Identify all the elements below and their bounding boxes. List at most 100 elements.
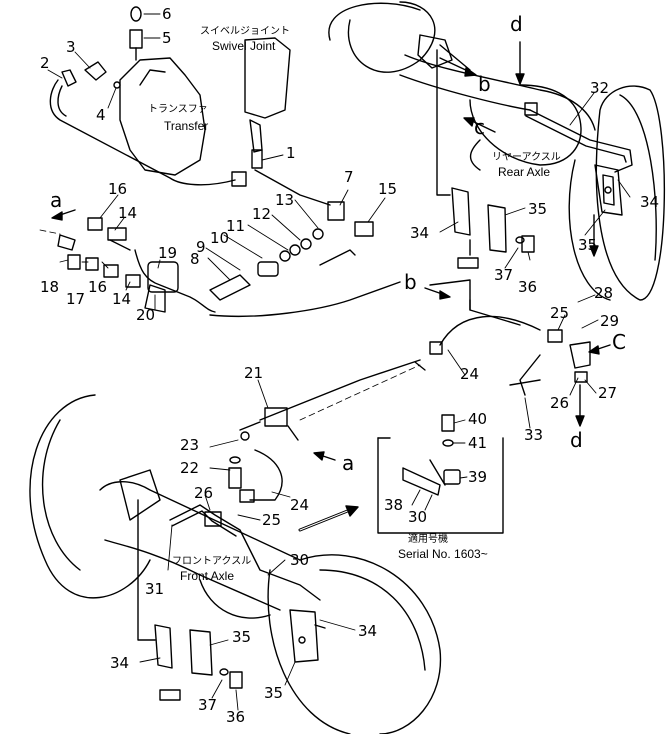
part-number: 17	[66, 290, 86, 308]
fittings-16-17-18	[57, 217, 141, 288]
part-number: 26	[194, 484, 214, 502]
transfer-caption: Transfer	[164, 119, 209, 133]
part-number: 26	[550, 394, 570, 412]
rear-axle-caption: Rear Axle	[498, 165, 551, 179]
part-number: 33	[524, 426, 544, 444]
part-number: 7	[344, 168, 354, 186]
part-number: 12	[252, 205, 272, 223]
part-number: 9	[196, 238, 206, 256]
part-number: 38	[384, 496, 404, 514]
ref-letter-c: c	[474, 115, 485, 139]
part-number: 1	[286, 144, 296, 162]
part-number: 35	[232, 628, 252, 646]
part-number: 23	[180, 436, 200, 454]
front-brake-line-30	[169, 504, 321, 601]
transfer-hose-2	[49, 69, 247, 187]
line-1-to-7	[254, 169, 345, 221]
part-number: 4	[96, 106, 106, 124]
parts-22-23	[228, 456, 242, 489]
leader-lines	[47, 13, 631, 711]
part-number: 21	[244, 364, 264, 382]
front-tire-right	[267, 554, 442, 734]
rear-brake-line-32	[524, 102, 633, 173]
rear-axle-caption-jp: リヤーアクスル	[492, 152, 561, 163]
valve-assembly-19	[109, 239, 216, 313]
rear-caliper-right	[594, 164, 623, 216]
front-axle-housing	[99, 469, 301, 619]
ref-letter-b: b	[404, 270, 417, 294]
front-axle-caption: Front Axle	[180, 569, 235, 583]
ref-letter-c: C	[612, 330, 626, 354]
ref-letter-d: d	[570, 428, 583, 452]
part-number: 41	[468, 434, 488, 452]
rear-axle-housing	[399, 34, 596, 171]
front-tire-left	[29, 394, 151, 599]
front-bracket-left	[137, 499, 243, 701]
part-number: 35	[528, 200, 548, 218]
part-number: 20	[136, 306, 156, 324]
part-number: 25	[262, 511, 282, 529]
part-number: 36	[226, 708, 246, 726]
front-axle-caption-jp: フロントアクスル	[172, 556, 252, 567]
hose-24-lower	[239, 449, 283, 503]
part-number: 16	[88, 278, 108, 296]
part-number: 34	[358, 622, 378, 640]
part-number: 2	[40, 54, 50, 72]
hose-24-upper	[414, 315, 541, 371]
pipe-21	[239, 359, 421, 441]
transfer-caption-jp: トランスファ	[148, 104, 208, 115]
centerline-dashes	[39, 229, 421, 421]
part-number: 27	[598, 384, 618, 402]
ref-letter-d: d	[510, 12, 523, 36]
part-number: 13	[275, 191, 295, 209]
part-number: 28	[594, 284, 614, 302]
part-number: 6	[162, 5, 172, 23]
part-number: 18	[40, 278, 60, 296]
part-number: 30	[408, 508, 428, 526]
rear-bracket-left	[436, 49, 535, 269]
parts-8-to-13	[209, 228, 356, 301]
serial-number-caption: Serial No. 1603~	[398, 547, 488, 561]
part-number: 25	[550, 304, 570, 322]
part-number: 39	[468, 468, 488, 486]
part-number: 37	[198, 696, 218, 714]
part-number: 34	[410, 224, 430, 242]
ref-letter-b: b	[478, 72, 491, 96]
rear-tire	[328, 1, 666, 301]
part-number: 30	[290, 551, 310, 569]
part-number: 8	[190, 250, 200, 268]
elbow-3	[84, 61, 107, 81]
part-number: 36	[518, 278, 538, 296]
part-number: 11	[226, 217, 246, 235]
pipe-b-loop	[429, 279, 521, 326]
part-number: 34	[640, 193, 660, 211]
pipe-33	[509, 354, 541, 396]
part-number: 22	[180, 459, 200, 477]
part-number: 10	[210, 229, 230, 247]
part-number: 24	[460, 365, 480, 383]
part-number: 29	[600, 312, 620, 330]
long-pipe-to-rear	[209, 281, 401, 318]
ref-letter-a: a	[342, 451, 355, 475]
part-number: 40	[468, 410, 488, 428]
swivel-joint	[244, 37, 291, 169]
swivel-joint-caption: Swivel Joint	[212, 39, 276, 53]
part-number: 35	[578, 236, 598, 254]
part-number: 34	[110, 654, 130, 672]
part-number: 32	[590, 79, 610, 97]
part-number: 14	[112, 290, 132, 308]
part-number: 24	[290, 496, 310, 514]
part-number: 14	[118, 204, 138, 222]
front-caliper-right	[289, 609, 326, 663]
plug-5-6	[129, 6, 143, 61]
part-15	[354, 221, 374, 237]
part-number: 5	[162, 29, 172, 47]
part-number: 31	[145, 580, 165, 598]
part-number: 37	[494, 266, 514, 284]
part-number: 35	[264, 684, 284, 702]
swivel-joint-caption-jp: スイベルジョイント	[200, 26, 290, 37]
serial-caption-jp: 適用号機	[408, 534, 448, 545]
fitting-25-26-27	[547, 329, 591, 383]
arrows	[51, 41, 611, 532]
